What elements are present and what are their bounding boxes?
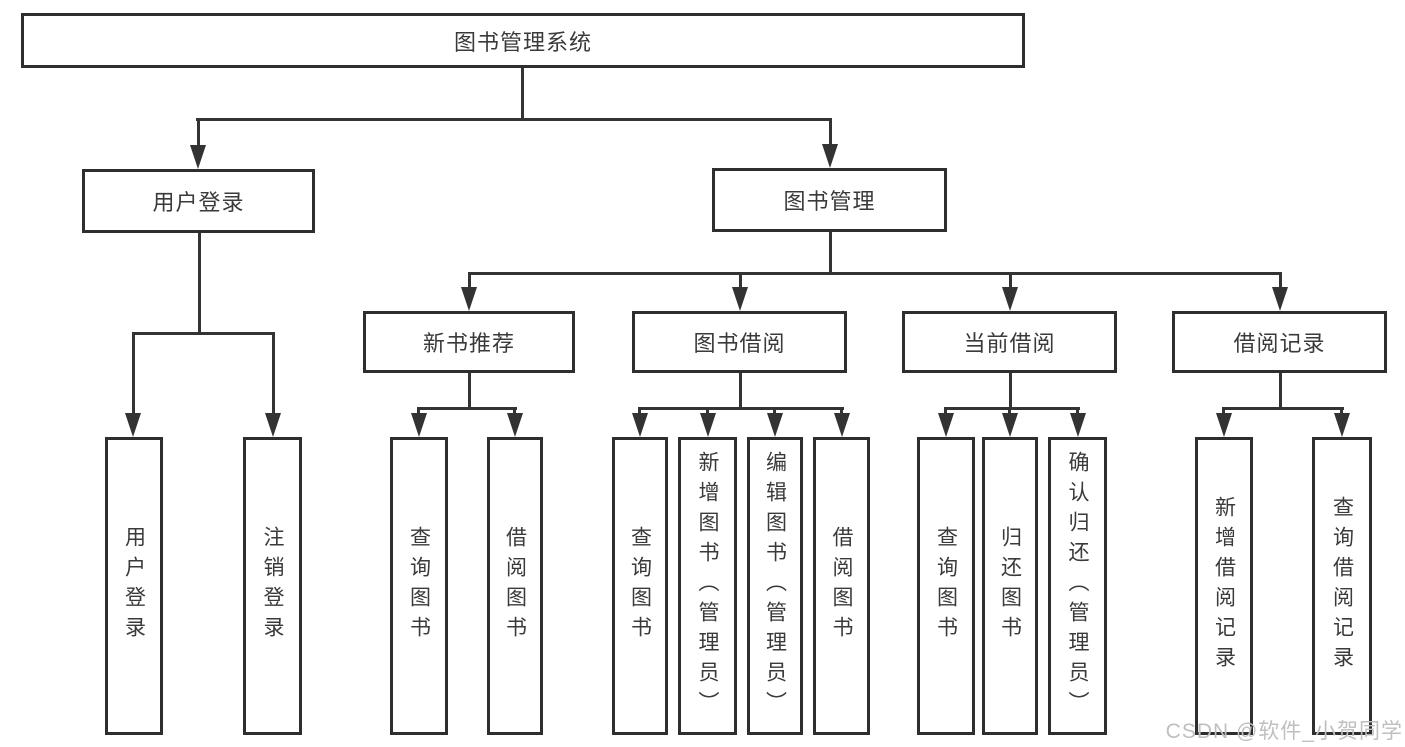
- connector-line: [639, 407, 844, 410]
- node-label: 查询图书: [934, 526, 958, 646]
- connector-line: [829, 118, 832, 146]
- leaf-add-borrow-record: 新增借阅记录: [1195, 437, 1253, 735]
- connector-line: [829, 232, 832, 272]
- leaf-edit-books-admin: 编辑图书（管理员）: [747, 437, 803, 735]
- connector-line: [773, 407, 776, 416]
- arrowhead-down-icon: [1272, 287, 1288, 311]
- connector-line: [272, 332, 275, 413]
- arrowhead-down-icon: [767, 413, 783, 437]
- connector-line: [1008, 407, 1011, 416]
- arrowhead-down-icon: [938, 413, 954, 437]
- connector-line: [739, 272, 742, 288]
- arrowhead-down-icon: [834, 413, 850, 437]
- csdn-watermark: CSDN @软件_小贺同学: [1165, 720, 1403, 743]
- connector-line: [468, 272, 1282, 275]
- connector-line: [840, 407, 843, 416]
- node-current-borrowing: 当前借阅: [902, 311, 1117, 373]
- connector-line: [197, 118, 200, 147]
- leaf-query-borrow-record: 查询借阅记录: [1312, 437, 1372, 735]
- node-label: 查询图书: [407, 526, 431, 646]
- arrowhead-down-icon: [822, 144, 838, 168]
- arrowhead-down-icon: [507, 413, 523, 437]
- arrowhead-down-icon: [265, 413, 281, 437]
- leaf-borrow-books-recommend: 借阅图书: [487, 437, 543, 735]
- arrowhead-down-icon: [732, 287, 748, 311]
- arrowhead-down-icon: [190, 145, 206, 169]
- node-label: 图书借阅: [693, 331, 786, 356]
- node-label: 新增借阅记录: [1212, 496, 1236, 676]
- leaf-borrow-books: 借阅图书: [813, 437, 870, 735]
- node-borrowing-records: 借阅记录: [1172, 311, 1387, 373]
- leaf-add-books-admin: 新增图书（管理员）: [678, 437, 737, 735]
- arrowhead-down-icon: [461, 287, 477, 311]
- node-label: 图书管理系统: [453, 29, 592, 55]
- connector-line: [1340, 407, 1343, 416]
- node-label: 用户登录: [122, 526, 146, 646]
- connector-line: [1009, 272, 1012, 288]
- node-label: 注销登录: [261, 526, 284, 646]
- leaf-confirm-return-admin: 确认归还（管理员）: [1048, 437, 1107, 735]
- leaf-logout: 注销登录: [243, 437, 302, 735]
- connector-line: [945, 407, 1080, 410]
- node-label: 查询借阅记录: [1330, 496, 1354, 676]
- node-label: 编辑图书（管理员）: [763, 451, 787, 721]
- connector-line: [1076, 407, 1079, 416]
- arrowhead-down-icon: [700, 413, 716, 437]
- connector-line: [1279, 272, 1282, 288]
- connector-line: [132, 332, 135, 413]
- arrowhead-down-icon: [1070, 413, 1086, 437]
- connector-line: [513, 407, 516, 416]
- arrowhead-down-icon: [1334, 413, 1350, 437]
- leaf-return-books: 归还图书: [982, 437, 1038, 735]
- arrowhead-down-icon: [411, 413, 427, 437]
- node-label: 新书推荐: [422, 331, 515, 356]
- arrowhead-down-icon: [632, 413, 648, 437]
- node-new-book-recommend: 新书推荐: [363, 311, 575, 373]
- connector-line: [418, 407, 517, 410]
- leaf-query-books-current: 查询图书: [917, 437, 975, 735]
- node-label: 查询图书: [628, 526, 652, 646]
- node-label: 确认归还（管理员）: [1066, 451, 1089, 721]
- connector-line: [706, 407, 709, 416]
- node-label: 借阅图书: [503, 526, 527, 646]
- connector-line: [521, 68, 524, 118]
- leaf-user-login: 用户登录: [105, 437, 163, 735]
- connector-line: [468, 373, 471, 408]
- arrowhead-down-icon: [1002, 287, 1018, 311]
- connector-line: [638, 407, 641, 416]
- node-user-login: 用户登录: [82, 169, 315, 233]
- leaf-query-books-recommend: 查询图书: [390, 437, 448, 735]
- connector-line: [944, 407, 947, 416]
- connector-line: [1222, 407, 1225, 416]
- arrowhead-down-icon: [1002, 413, 1018, 437]
- connector-line: [132, 332, 275, 335]
- node-label: 借阅图书: [830, 526, 853, 646]
- node-label: 当前借阅: [963, 331, 1056, 356]
- connector-line: [417, 407, 420, 416]
- node-label: 借阅记录: [1233, 331, 1326, 356]
- leaf-query-books-borrowing: 查询图书: [612, 437, 668, 735]
- node-book-management: 图书管理: [712, 168, 947, 232]
- connector-line: [739, 373, 742, 408]
- node-label: 归还图书: [998, 526, 1022, 646]
- connector-line: [198, 233, 201, 332]
- node-root-book-management-system: 图书管理系统: [21, 13, 1025, 68]
- arrowhead-down-icon: [125, 413, 141, 437]
- connector-line: [1279, 373, 1282, 408]
- node-label: 图书管理: [783, 189, 876, 214]
- connector-line: [1223, 407, 1344, 410]
- connector-line: [196, 118, 832, 121]
- connector-line: [468, 272, 471, 288]
- arrowhead-down-icon: [1216, 413, 1232, 437]
- node-label: 新增图书（管理员）: [696, 451, 719, 721]
- node-book-borrowing: 图书借阅: [632, 311, 847, 373]
- connector-line: [1009, 373, 1012, 408]
- node-label: 用户登录: [152, 190, 245, 215]
